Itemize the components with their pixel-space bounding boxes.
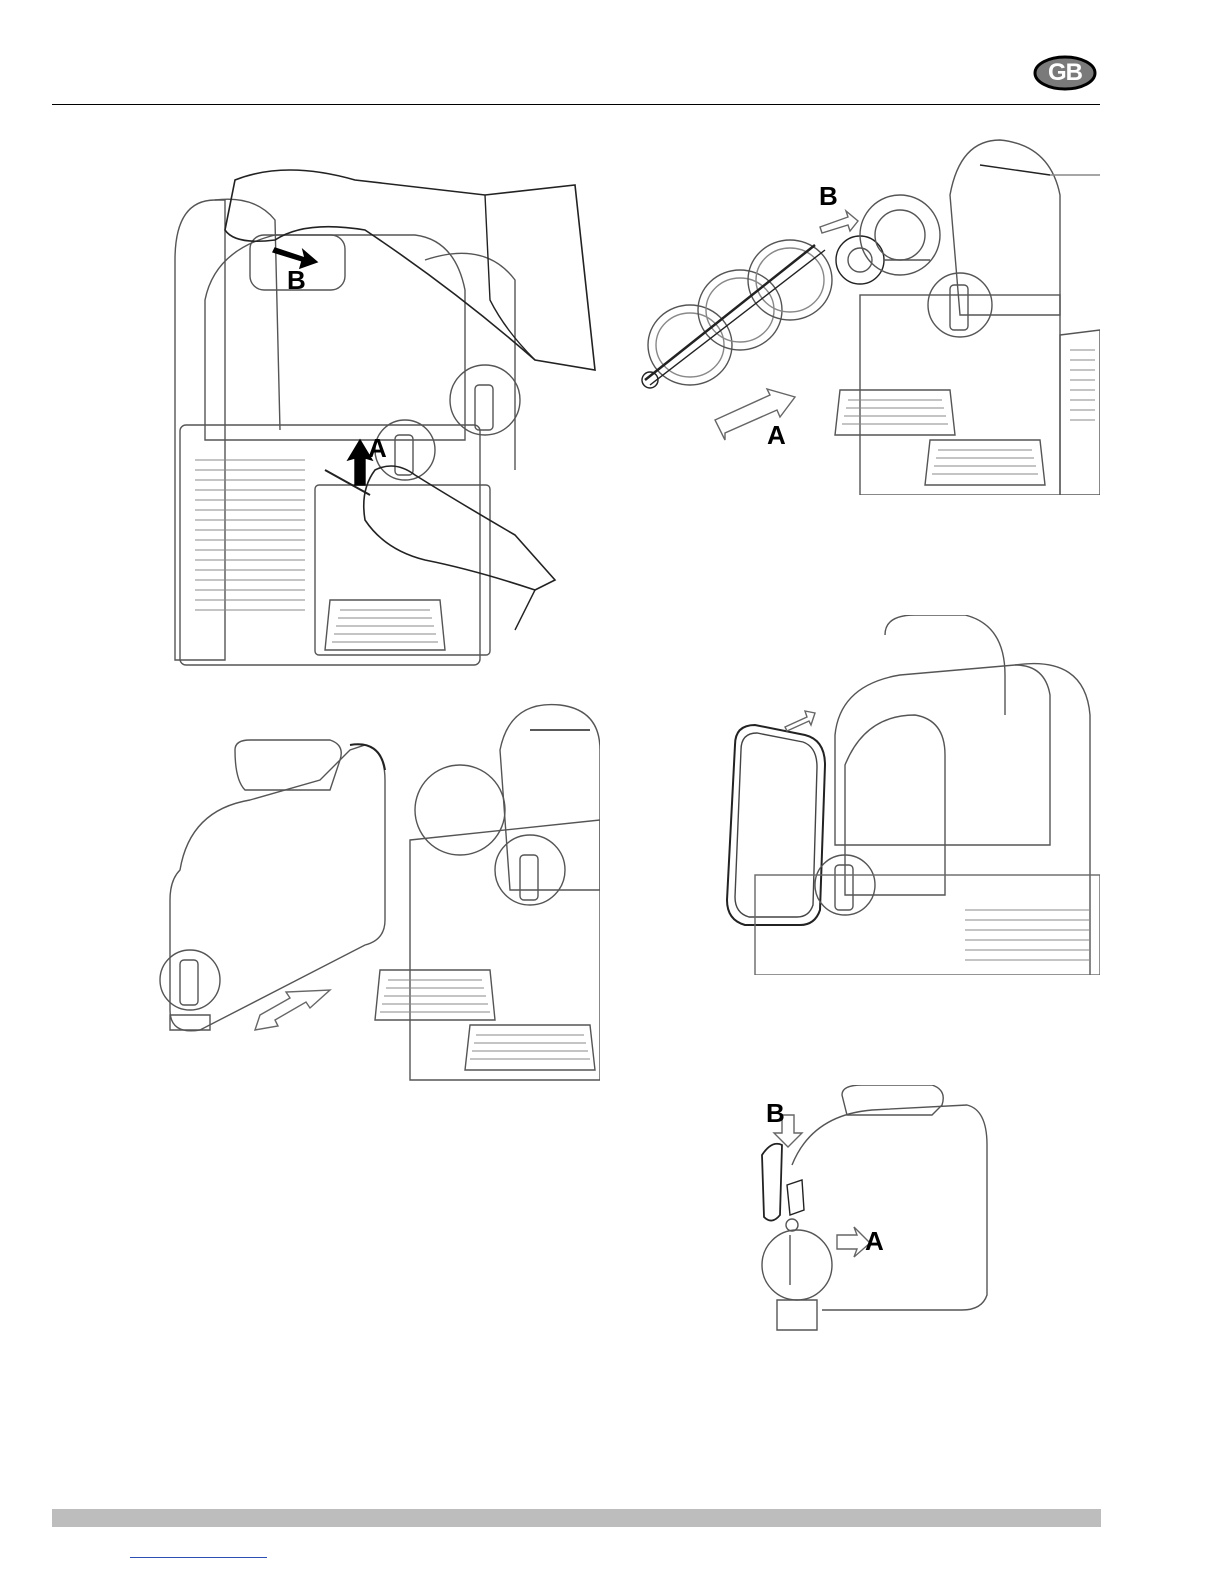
fig5-label-a: A [865,1228,884,1254]
fig1-label-a: A [368,435,387,461]
header-rule [52,104,1100,105]
fig3-label-a: A [767,422,786,448]
figure-remove-lid [155,140,600,680]
figure-remove-tap [752,1085,1002,1340]
figure-remove-gasket [715,615,1100,975]
footer-bar [52,1509,1101,1527]
fig1-label-b: B [287,267,306,293]
fig5-label-b: B [766,1100,785,1126]
figure-remove-bowl [150,690,600,1105]
language-badge-label: GB [1033,55,1097,91]
footer-link-underline[interactable] [130,1557,267,1558]
figure-remove-auger [630,135,1100,495]
fig3-label-b: B [819,183,838,209]
